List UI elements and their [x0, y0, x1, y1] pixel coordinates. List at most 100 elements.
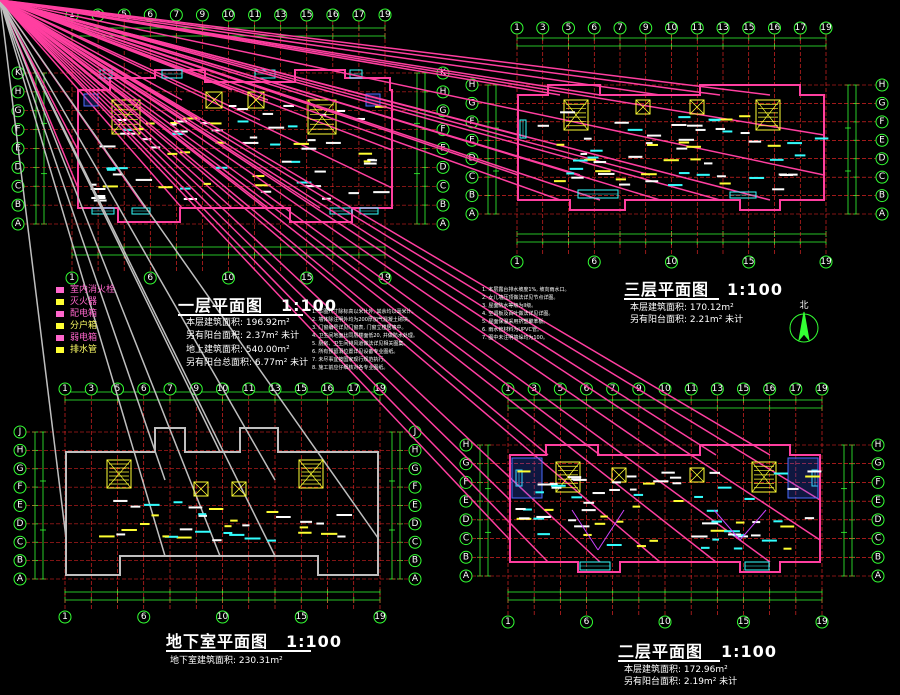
axis-bubble-circle: [875, 189, 889, 203]
axis-bubble-circle: [871, 475, 885, 489]
axis-bubble-label: G: [463, 459, 470, 469]
axis-bubble-circle: [510, 255, 524, 269]
axis-bubble-label: C: [875, 534, 881, 544]
elevator-cross: [193, 481, 209, 497]
interior-wall: [0, 0, 771, 96]
balcony-area: [787, 457, 819, 499]
axis-bubble-circle: [248, 8, 262, 22]
axis-bubble-circle: [875, 207, 889, 221]
annotation-mark: [316, 522, 324, 525]
axis-bubble-circle: [408, 554, 422, 568]
axis-bubble-right: J: [408, 425, 422, 439]
annotation-mark: [619, 183, 631, 186]
axis-bubble-circle: [587, 21, 601, 35]
axis-bubble-circle: [11, 179, 25, 193]
axis-bubble-right: D: [436, 160, 450, 174]
annotation-mark: [794, 154, 806, 157]
window-icon: [579, 561, 611, 571]
annotation-mark: [211, 129, 223, 132]
stair-outline: [106, 459, 132, 489]
ground-floor-title-text: 一层平面图: [178, 296, 264, 315]
axis-bubble-label: H: [17, 445, 24, 455]
window-icon: [131, 207, 151, 215]
axis-bubble-top: 6: [137, 382, 151, 396]
axis-bubble-circle: [459, 532, 473, 546]
axis-bubble-top: 9: [195, 8, 209, 22]
stair-outline: [563, 99, 589, 131]
axis-bubble-label: 5: [566, 23, 572, 33]
axis-bubble-circle: [373, 610, 387, 624]
axis-bubble-bottom: 1: [501, 615, 515, 629]
axis-bubble-top: 19: [378, 8, 392, 22]
elevator-box: [231, 481, 247, 497]
annotation-mark: [198, 514, 207, 517]
third-floor-note: 1. 本层露台排水坡度1%, 坡向雨水口。: [482, 287, 570, 293]
annotation-mark: [260, 190, 272, 193]
axis-bubble-top: 15: [300, 8, 314, 22]
axis-bubble-left: E: [459, 494, 473, 508]
ground-floor-area: 本层建筑面积: 196.92m²: [186, 318, 290, 328]
axis-bubble-label: J: [413, 427, 417, 437]
axis-bubble-circle: [658, 615, 672, 629]
axis-bubble-label: E: [469, 135, 475, 145]
annotation-mark: [598, 172, 615, 175]
axis-bubble-label: F: [440, 125, 445, 135]
axis-bubble-circle: [300, 271, 314, 285]
axis-bubble-bottom: 19: [378, 271, 392, 285]
axis-bubble-left: H: [11, 85, 25, 99]
legend-item: 排水管: [70, 345, 98, 355]
axis-bubble-circle: [536, 21, 550, 35]
annotation-mark: [290, 160, 301, 163]
axis-bubble-label: 1: [62, 612, 68, 622]
annotation-mark: [632, 505, 641, 508]
axis-bubble-right: E: [875, 133, 889, 147]
axis-bubble-label: 15: [743, 257, 754, 267]
annotation-mark: [761, 539, 777, 542]
annotation-mark: [363, 160, 371, 163]
annotation-mark: [367, 158, 375, 161]
annotation-mark: [223, 531, 233, 534]
axis-bubble-label: 6: [147, 10, 153, 20]
axis-bubble-top: 17: [352, 8, 366, 22]
second-floor-plan: 1135667910101113151516171919HHGGFFEEDDCC…: [0, 0, 885, 629]
axis-bubble-top: 16: [763, 382, 777, 396]
axis-bubble-circle: [690, 21, 704, 35]
axis-bubble-label: 11: [692, 23, 703, 33]
axis-bubble-label: B: [875, 552, 881, 562]
interior-wall: [0, 0, 771, 456]
axis-bubble-circle: [716, 21, 730, 35]
annotation-mark: [769, 158, 784, 161]
axis-bubble-label: H: [440, 87, 447, 97]
axis-bubble-left: G: [13, 462, 27, 476]
annotation-mark: [787, 487, 799, 490]
annotation-mark: [135, 178, 153, 181]
axis-bubble-label: 6: [584, 617, 590, 627]
axis-bubble-label: F: [875, 477, 880, 487]
elevator-cross: [611, 467, 627, 483]
annotation-mark: [594, 522, 606, 525]
axis-bubble-label: 15: [296, 612, 307, 622]
annotation-mark: [706, 509, 718, 512]
axis-bubble-label: 19: [820, 23, 832, 33]
annotation-mark: [661, 471, 675, 474]
axis-bubble-label: 10: [666, 257, 678, 267]
axis-bubble-circle: [58, 610, 72, 624]
axis-bubble-bottom: 6: [587, 255, 601, 269]
axis-bubble-right: G: [875, 96, 889, 110]
axis-bubble-circle: [665, 21, 678, 35]
axis-bubble-label: H: [879, 80, 886, 90]
annotation-mark: [715, 127, 726, 130]
axis-bubble-right: C: [408, 535, 422, 549]
interior-wall: [0, 0, 661, 456]
annotation-mark: [229, 533, 245, 536]
general-note: 2. 墙体除注明外均为200厚加气混凝土砌块。: [312, 317, 413, 323]
axis-bubble-label: 9: [643, 23, 649, 33]
axis-bubble-circle: [737, 615, 750, 629]
axis-bubble-label: G: [440, 106, 447, 116]
axis-bubble-bottom: 15: [294, 610, 308, 624]
axis-bubble-right: C: [875, 170, 889, 184]
axis-bubble-label: B: [412, 556, 418, 566]
axis-bubble-left: H: [13, 443, 27, 457]
